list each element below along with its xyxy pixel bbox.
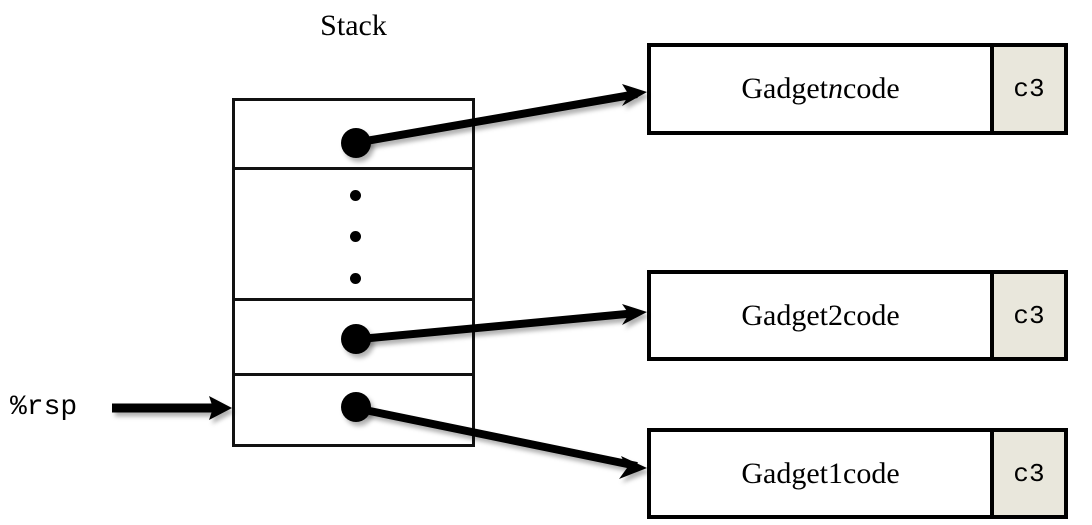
gadget-1-code-label: Gadget 1 code <box>651 432 990 515</box>
gadget-1-ret-byte: c3 <box>990 432 1064 515</box>
gadget-n-code-label: Gadget n code <box>651 47 990 131</box>
gadget-n-ret-byte: c3 <box>990 47 1064 131</box>
gadget-n-label-prefix: Gadget <box>741 72 828 105</box>
gadget-2-ret-byte: c3 <box>990 274 1064 357</box>
ellipsis-dot <box>350 273 361 284</box>
stack-pointer-dot-gadget-1 <box>341 392 371 422</box>
stack-pointer-dot-gadget-n <box>341 128 371 158</box>
gadget-2-label-prefix: Gadget <box>741 298 828 332</box>
gadget-1-label-index: 1 <box>828 456 843 490</box>
gadget-2-label-index: 2 <box>828 298 843 332</box>
stack-cell-gadget-1 <box>235 373 472 444</box>
gadget-1-label-suffix: code <box>843 456 900 490</box>
gadget-2-code-label: Gadget 2 code <box>651 274 990 357</box>
rsp-register-label: %rsp <box>10 392 78 423</box>
gadget-n-label-suffix: code <box>843 72 900 105</box>
stack-title: Stack <box>320 9 387 42</box>
gadget-1-label-prefix: Gadget <box>741 456 828 490</box>
gadget-box-1: Gadget 1 code c3 <box>647 428 1068 519</box>
stack-cell-ellipsis <box>235 167 472 298</box>
stack-pointer-dot-gadget-2 <box>341 324 371 354</box>
gadget-n-label-index: n <box>828 72 843 105</box>
rsp-arrow <box>112 396 232 420</box>
gadget-box-n: Gadget n code c3 <box>647 43 1068 135</box>
stack-cell-gadget-2 <box>235 298 472 373</box>
ellipsis-dot <box>350 231 361 242</box>
ellipsis-dot <box>350 190 361 201</box>
gadget-box-2: Gadget 2 code c3 <box>647 270 1068 361</box>
gadget-2-label-suffix: code <box>843 298 900 332</box>
